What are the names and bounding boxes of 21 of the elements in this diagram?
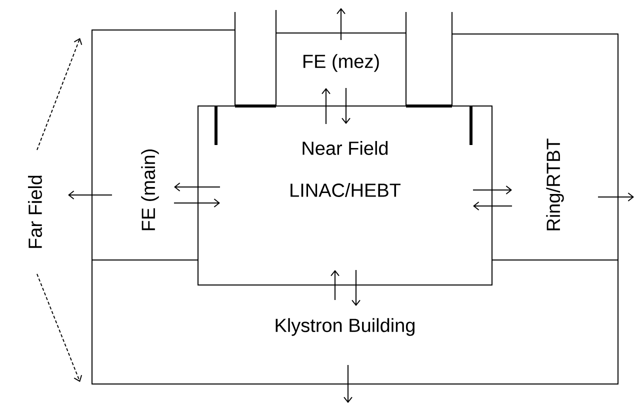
arrow <box>330 270 340 300</box>
arrow <box>344 364 352 403</box>
arrow <box>174 182 220 192</box>
arrow <box>342 88 350 124</box>
area-label: Near Field <box>302 141 388 155</box>
arrow <box>322 88 330 124</box>
arrow <box>36 38 82 150</box>
area-label: Far Field <box>28 176 42 248</box>
arrow <box>36 274 82 382</box>
arrow <box>352 270 360 306</box>
area-label: FE (mez) <box>304 54 379 72</box>
area-label: Klystron Building <box>276 318 414 336</box>
arrow <box>68 190 112 200</box>
area-label: LINAC/HEBT <box>290 183 401 197</box>
arrow <box>174 198 220 208</box>
arrow <box>472 186 512 194</box>
area-label: FE (main) <box>141 150 159 230</box>
arrow <box>336 8 346 40</box>
arrow <box>598 192 634 202</box>
area-label: Ring/RTBT <box>546 138 564 230</box>
arrow <box>473 201 512 210</box>
